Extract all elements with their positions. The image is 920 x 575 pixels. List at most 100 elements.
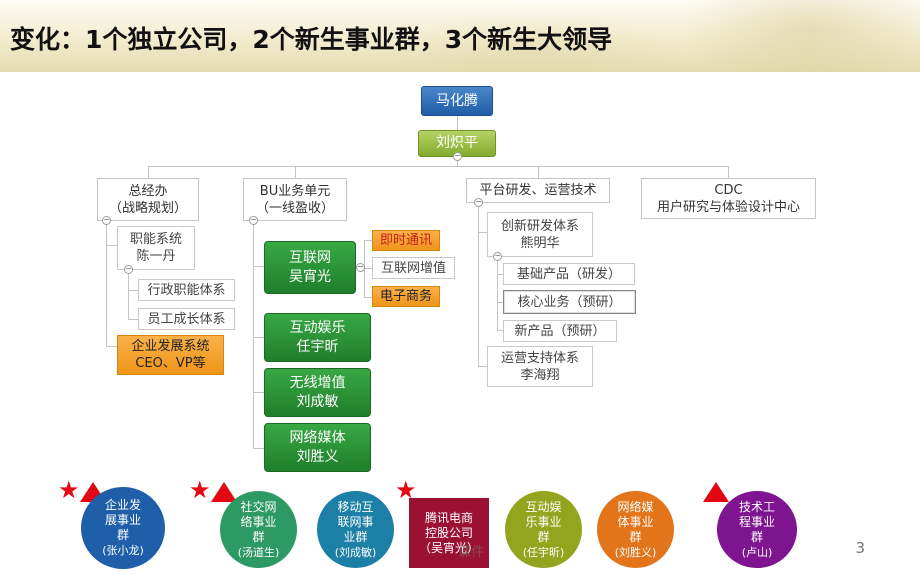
group-interactive-ent[interactable]: 互动娱 乐事业 群 (任宇昕) — [505, 491, 582, 568]
node-internet[interactable]: 互联网 吴宵光 — [264, 241, 356, 294]
node-wireless[interactable]: 无线增值 刘成敏 — [264, 368, 371, 417]
group-label: 技术工 — [738, 499, 775, 514]
group-label: 群 — [750, 529, 763, 544]
connector — [364, 240, 372, 241]
node-label: 互联网增值 — [380, 260, 446, 276]
group-tech-engineering[interactable]: 技术工 程事业 群 (卢山) — [717, 491, 797, 568]
connector — [128, 319, 138, 320]
connector — [457, 157, 458, 166]
group-leader: （吴宵光） — [418, 540, 479, 555]
node-corp-dev[interactable]: 企业发展系统 CEO、VP等 — [117, 335, 224, 375]
connector — [106, 245, 117, 246]
connector — [457, 116, 458, 130]
group-leader: (刘成敏) — [334, 545, 377, 559]
connector — [364, 268, 372, 269]
collapse-icon[interactable]: − — [493, 251, 502, 261]
node-ops-support[interactable]: 运营支持体系 李海翔 — [487, 346, 593, 387]
node-platform-rnd[interactable]: 平台研发、运营技术 — [466, 178, 610, 203]
connector — [478, 203, 479, 366]
node-online-media[interactable]: 网络媒体 刘胜义 — [264, 423, 371, 472]
node-admin-system[interactable]: 行政职能体系 — [138, 279, 235, 301]
connector — [478, 232, 487, 233]
group-label: 网络媒 — [617, 499, 654, 514]
connector — [538, 166, 539, 178]
group-label: 络事业 — [240, 514, 277, 529]
node-label: 任宇昕 — [296, 338, 339, 355]
node-label: 用户研究与体验设计中心 — [656, 199, 800, 215]
group-label: 企业发 — [104, 498, 141, 512]
connector — [728, 166, 729, 178]
node-label: 新产品（预研） — [514, 323, 606, 339]
slide-title: 变化：1个独立公司，2个新生事业群，3个新生大领导 — [10, 25, 613, 54]
watermark-text: 课件 — [458, 545, 485, 560]
node-ivas[interactable]: 互联网增值 — [372, 257, 455, 279]
triangle-icon — [211, 482, 237, 502]
group-ecommerce-holding[interactable]: 腾讯电商 控股公司 （吴宵光） — [409, 498, 489, 568]
connector — [128, 270, 129, 319]
connector — [253, 221, 254, 448]
group-leader: (汤道生) — [237, 545, 280, 559]
group-label: 移动互 — [337, 499, 374, 514]
group-label: 体事业 — [617, 514, 654, 529]
node-cdc[interactable]: CDC 用户研究与体验设计中心 — [641, 178, 816, 219]
header-decoration — [680, 0, 920, 72]
connector — [497, 274, 503, 275]
node-im[interactable]: 即时通讯 — [372, 230, 440, 251]
group-enterprise[interactable]: 企业发 展事业 群 (张小龙) — [81, 487, 165, 569]
node-label: 核心业务（预研） — [517, 294, 622, 310]
connector — [253, 266, 264, 267]
node-new-products[interactable]: 新产品（预研） — [503, 320, 617, 342]
node-label: 企业发展系统 — [131, 339, 210, 354]
node-functional-system[interactable]: 职能系统 陈一丹 — [117, 226, 195, 270]
group-leader: (刘胜义) — [614, 545, 657, 559]
header-banner: 变化：1个独立公司，2个新生事业群，3个新生大领导 — [0, 0, 920, 72]
connector — [148, 166, 728, 167]
node-ecommerce[interactable]: 电子商务 — [372, 286, 440, 307]
group-label: 互动娱 — [525, 499, 562, 514]
node-label: CEO、VP等 — [135, 356, 206, 371]
connector — [364, 297, 372, 298]
node-innovation-rnd[interactable]: 创新研发体系 熊明华 — [487, 212, 593, 257]
node-label: （战略规划） — [108, 200, 187, 216]
node-basic-products[interactable]: 基础产品（研发） — [503, 263, 635, 285]
node-staff-growth[interactable]: 员工成长体系 — [138, 308, 235, 330]
connector — [295, 166, 296, 178]
node-label: 运营支持体系 — [500, 350, 579, 366]
node-business-units[interactable]: BU业务单元 （一线盈收） — [243, 178, 347, 221]
node-core-business[interactable]: 核心业务（预研） — [503, 290, 636, 314]
node-label: 李海翔 — [520, 367, 560, 383]
group-label: 乐事业 — [525, 514, 562, 529]
node-label: （一线盈收） — [255, 200, 334, 216]
group-label: 群 — [537, 529, 550, 544]
connector — [478, 366, 487, 367]
node-label: BU业务单元 — [259, 183, 331, 199]
group-label: 群 — [629, 529, 642, 544]
collapse-icon[interactable]: − — [453, 151, 462, 161]
node-label: 刘胜义 — [296, 448, 339, 465]
group-label: 社交网 — [240, 499, 277, 514]
group-online-media[interactable]: 网络媒 体事业 群 (刘胜义) — [597, 491, 674, 568]
collapse-icon[interactable]: − — [102, 215, 111, 225]
group-mobile[interactable]: 移动互 联网事 业群 (刘成敏) — [317, 491, 394, 568]
node-label: 刘炽平 — [436, 135, 478, 151]
node-label: 职能系统 — [129, 232, 182, 247]
collapse-icon[interactable]: − — [124, 264, 133, 274]
star-icon: ★ — [189, 476, 211, 504]
node-ceo[interactable]: 马化腾 — [421, 86, 493, 116]
node-label: 互动娱乐 — [289, 319, 346, 336]
connector — [497, 302, 503, 303]
collapse-icon[interactable]: − — [474, 197, 483, 207]
group-leader: (张小龙) — [102, 544, 144, 557]
collapse-icon[interactable]: − — [356, 262, 365, 272]
node-interactive-ent[interactable]: 互动娱乐 任宇昕 — [264, 313, 371, 362]
star-icon: ★ — [58, 476, 80, 504]
node-general-office[interactable]: 总经办 （战略规划） — [97, 178, 199, 221]
node-label: 电子商务 — [379, 289, 432, 304]
group-leader: (任宇昕) — [522, 545, 565, 559]
collapse-icon[interactable]: − — [249, 215, 258, 225]
group-social[interactable]: 社交网 络事业 群 (汤道生) — [220, 491, 297, 568]
group-label: 控股公司 — [424, 525, 473, 540]
connector — [128, 290, 138, 291]
node-label: 熊明华 — [520, 235, 560, 251]
group-label: 业群 — [343, 529, 368, 544]
